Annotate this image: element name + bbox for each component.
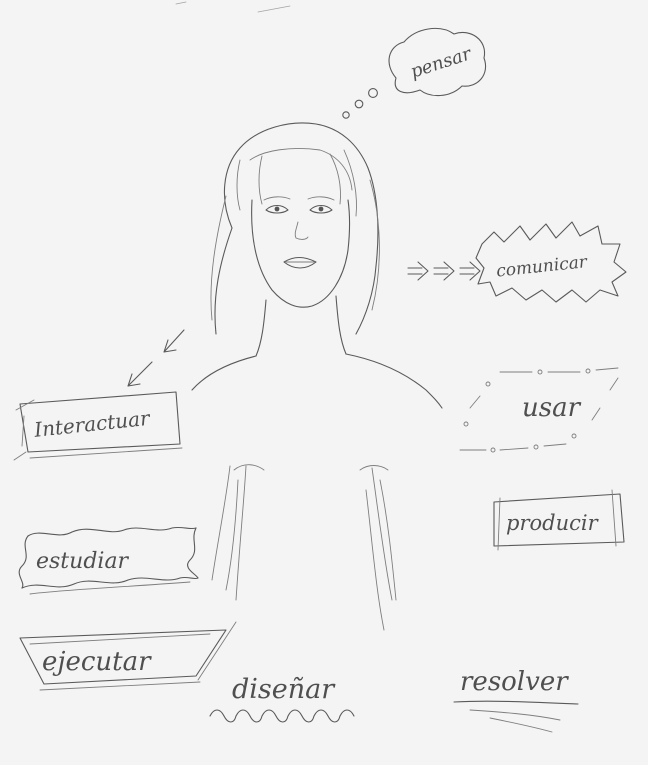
interactuar-arrows (128, 330, 184, 386)
resolver-label: resolver (454, 667, 578, 732)
comunicar-arrows (408, 262, 480, 280)
word-pensar: pensar (408, 43, 475, 83)
person-figure (192, 123, 442, 630)
word-disenar: diseñar (232, 674, 336, 705)
comunicar-bubble: comunicar (476, 222, 626, 302)
word-usar: usar (522, 393, 582, 423)
disenar-label: diseñar (210, 674, 354, 722)
mouth (284, 258, 316, 269)
interactuar-box: Interactuar (14, 392, 182, 460)
torso (212, 466, 230, 580)
top-edge-marks (176, 2, 290, 12)
word-comunicar: comunicar (495, 252, 588, 281)
neck (256, 300, 266, 356)
shoulders (192, 356, 256, 390)
word-producir: producir (506, 511, 600, 535)
estudiar-banner: estudiar (19, 527, 198, 594)
pensar-thought-cloud: pensar (343, 28, 486, 118)
word-estudiar: estudiar (36, 549, 130, 574)
nose (295, 222, 308, 239)
word-ejecutar: ejecutar (42, 647, 152, 677)
face-outline (252, 200, 350, 307)
word-interactuar: Interactuar (32, 406, 152, 442)
word-resolver: resolver (460, 667, 569, 697)
hair-outline (224, 123, 377, 334)
producir-box: producir (494, 490, 624, 550)
usar-frame: usar (460, 368, 618, 452)
ejecutar-box: ejecutar (20, 622, 236, 690)
